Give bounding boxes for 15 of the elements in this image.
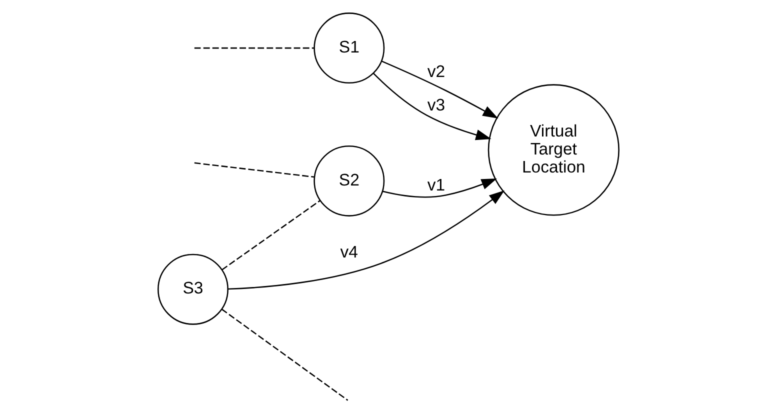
edge-label: v2 [427,62,446,81]
connector [194,162,314,178]
node-circle: S1 [314,12,385,84]
edge-label: v3 [427,96,446,115]
edge-label: v4 [340,242,358,262]
connector [221,308,348,401]
arrow [228,190,505,290]
edge-label: v1 [427,176,446,195]
connector [222,200,321,270]
arrow [382,178,497,198]
arrow [372,72,492,140]
node-circle: S3 [158,254,228,325]
connector [194,47,314,49]
arrow [381,60,498,119]
node-circle: S2 [314,145,385,216]
